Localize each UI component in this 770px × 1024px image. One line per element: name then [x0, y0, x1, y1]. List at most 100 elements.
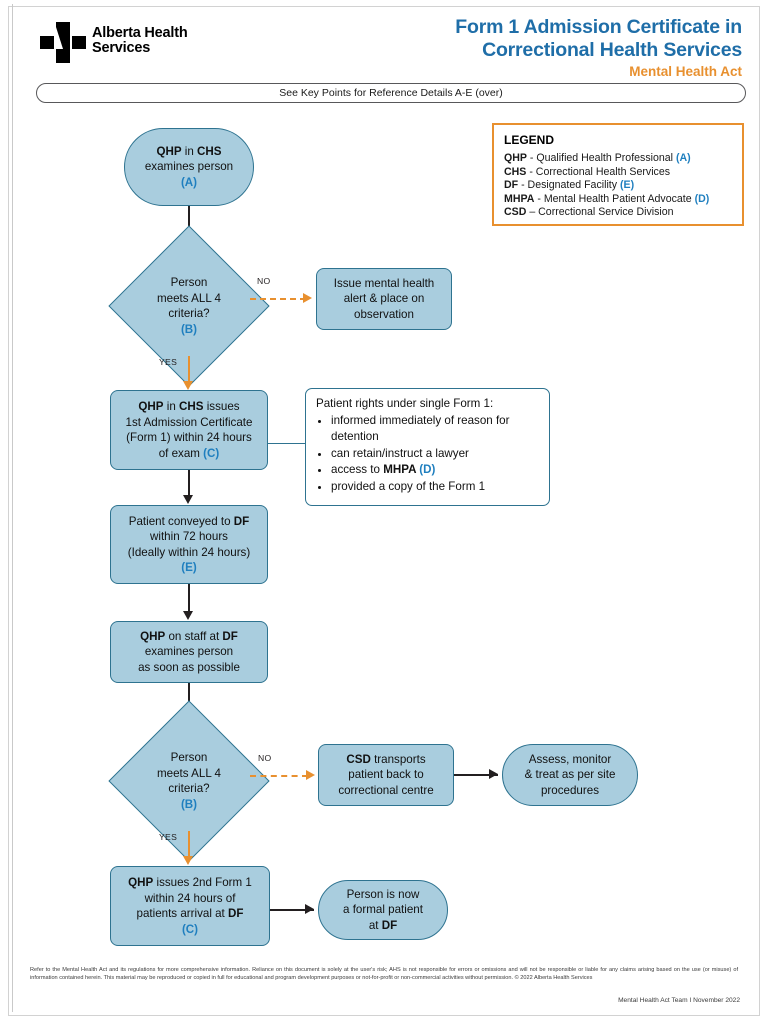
decision2-no-label: NO [258, 753, 272, 763]
title-line-1: Form 1 Admission Certificate in [455, 16, 742, 38]
arrow-conveyed-to-staff-exam [183, 611, 193, 620]
rights-bullet: can retain/instruct a lawyer [331, 446, 539, 463]
legend-text: Correctional Service Division [538, 206, 674, 219]
legend-text: Designated Facility [527, 179, 620, 192]
rights-bullet-text: access to [331, 463, 384, 476]
legend-sep: - [526, 165, 536, 178]
page-border [8, 6, 760, 1016]
conveyed-ref: (E) [181, 561, 197, 574]
staff-exam-bold-qhp: QHP [140, 629, 166, 643]
flow-node-csd-transport: CSD transports patient back to correctio… [318, 744, 454, 806]
certificate2-line-2: within 24 hours of [144, 891, 236, 905]
certificate2-ref: (C) [181, 922, 199, 936]
connector-certificate2-to-formal [270, 909, 314, 911]
certificate1-bold-chs: CHS [179, 400, 204, 413]
assess-line-2: & treat as per site [524, 768, 616, 782]
rights-bullet-bold: MHPA [383, 463, 417, 476]
certificate1-line-3: (Form 1) within 24 hours [126, 431, 252, 444]
arrow-decision1-no [303, 293, 312, 303]
page-inner-rule [12, 4, 752, 1012]
start-ref: (A) [180, 175, 198, 189]
arrow-decision2-yes [183, 856, 193, 865]
legend-box: LEGEND QHP - Qualified Health Profession… [492, 123, 744, 226]
staff-exam-bold-df: DF [222, 629, 238, 643]
start-line-1: QHP in CHS [145, 144, 233, 160]
rights-bullet-text: can retain/instruct a lawyer [331, 446, 469, 460]
legend-abbr: CHS [504, 165, 527, 178]
page-subtitle: Mental Health Act [629, 64, 742, 79]
legend-text: Qualified Health Professional [536, 152, 676, 164]
legend-item-csd: CSD – Correctional Service Division [504, 206, 732, 220]
formal-line-2: a formal patient [343, 903, 423, 917]
arrow-certificate2-to-formal [305, 904, 314, 914]
legend-item-qhp: QHP - Qualified Health Professional (A) [504, 152, 732, 166]
flow-node-conveyed-to-df: Patient conveyed to DF within 72 hours (… [110, 505, 268, 584]
legend-item-chs: CHS - Correctional Health Services [504, 166, 732, 180]
decision2-yes-connector [188, 831, 190, 859]
legend-text: Correctional Health Services [535, 165, 671, 178]
decision1-line-2: meets ALL 4 [156, 291, 222, 305]
connector-certificate1-to-rights [268, 443, 306, 445]
csd-bold: CSD [346, 752, 371, 766]
connector-certificate1-to-conveyed [188, 470, 190, 498]
certificate2-bold-df: DF [228, 907, 244, 920]
legend-ref: (A) [675, 152, 691, 164]
staff-exam-line-2: examines person [144, 645, 234, 659]
legend-ref: (D) [694, 192, 710, 205]
reference-details-text: See Key Points for Reference Details A-E… [279, 87, 503, 99]
conveyed-line-1: Patient conveyed to DF [128, 514, 250, 530]
rights-bullet: access to MHPA (D) [331, 462, 539, 479]
certificate1-line-2: 1st Admission Certificate [125, 415, 253, 429]
decision2-text: Person meets ALL 4 criteria? (B) [132, 724, 246, 838]
legend-abbr: MHPA [504, 192, 535, 205]
legend-item-df: DF - Designated Facility (E) [504, 179, 732, 193]
certificate1-line-4: of exam (C) [126, 446, 253, 462]
flow-node-patient-rights: Patient rights under single Form 1: info… [305, 388, 550, 506]
footer-disclaimer: Refer to the Mental Health Act and its r… [30, 967, 738, 982]
start-line-2: examines person [144, 160, 234, 174]
certificate1-end: issues [203, 400, 240, 413]
legend-sep: - [518, 179, 528, 192]
arrow-decision1-yes [183, 381, 193, 390]
csd-line-3: correctional centre [338, 783, 434, 797]
rights-bullet-text: provided a copy of the Form 1 [331, 479, 486, 493]
decision1-yes-connector [188, 356, 190, 384]
staff-exam-line-1: QHP on staff at DF [138, 629, 240, 645]
connector-csd-to-assess [454, 774, 498, 776]
start-bold-chs: CHS [197, 144, 222, 158]
staff-exam-mid: on staff at [165, 629, 223, 643]
certificate2-line-3: patients arrival at DF [128, 906, 252, 922]
flow-node-staff-exam: QHP on staff at DF examines person as so… [110, 621, 268, 683]
certificate1-line-1: QHP in CHS issues [126, 399, 253, 415]
rights-heading: Patient rights under single Form 1: [316, 397, 494, 410]
legend-abbr: DF [504, 179, 519, 192]
logo-wordmark-line1: Alberta Health [92, 25, 188, 41]
certificate2-bold-qhp: QHP [128, 876, 154, 889]
alert-line-3: observation [354, 307, 414, 321]
decision2-line-3: criteria? [168, 782, 210, 795]
certificate2-line3-pre: patients arrival at [136, 907, 229, 920]
footer-credit: Mental Health Act Team I November 2022 [618, 997, 740, 1004]
decision2-yes-label: YES [159, 832, 178, 842]
arrow-csd-to-assess [489, 769, 498, 779]
flow-node-assess-monitor: Assess, monitor & treat as per site proc… [502, 744, 638, 806]
decision2-no-connector [250, 775, 308, 777]
certificate2-end: issues 2nd Form 1 [153, 876, 252, 889]
legend-sep: - [534, 192, 544, 205]
formal-line3-pre: at [368, 918, 382, 932]
flow-node-start: QHP in CHS examines person (A) [124, 128, 254, 206]
decision2-line-2: meets ALL 4 [156, 766, 222, 780]
decision1-text: Person meets ALL 4 criteria? (B) [132, 249, 246, 363]
rights-bullet-text: informed immediately of reason for deten… [331, 413, 510, 444]
decision1-line-1: Person [170, 276, 208, 289]
logo-wordmark: Alberta Health Services [92, 26, 188, 56]
conveyed-pre: Patient conveyed to [128, 514, 234, 528]
reference-details-bar: See Key Points for Reference Details A-E… [36, 83, 746, 103]
certificate1-bold-qhp: QHP [138, 400, 164, 413]
alert-line-1: Issue mental health [333, 276, 435, 290]
decision1-line-3: criteria? [168, 307, 210, 320]
decision1-no-label: NO [257, 276, 271, 286]
decision2-ref: (B) [180, 797, 198, 811]
start-bold-qhp: QHP [156, 144, 182, 158]
decision1-ref: (B) [180, 322, 198, 336]
